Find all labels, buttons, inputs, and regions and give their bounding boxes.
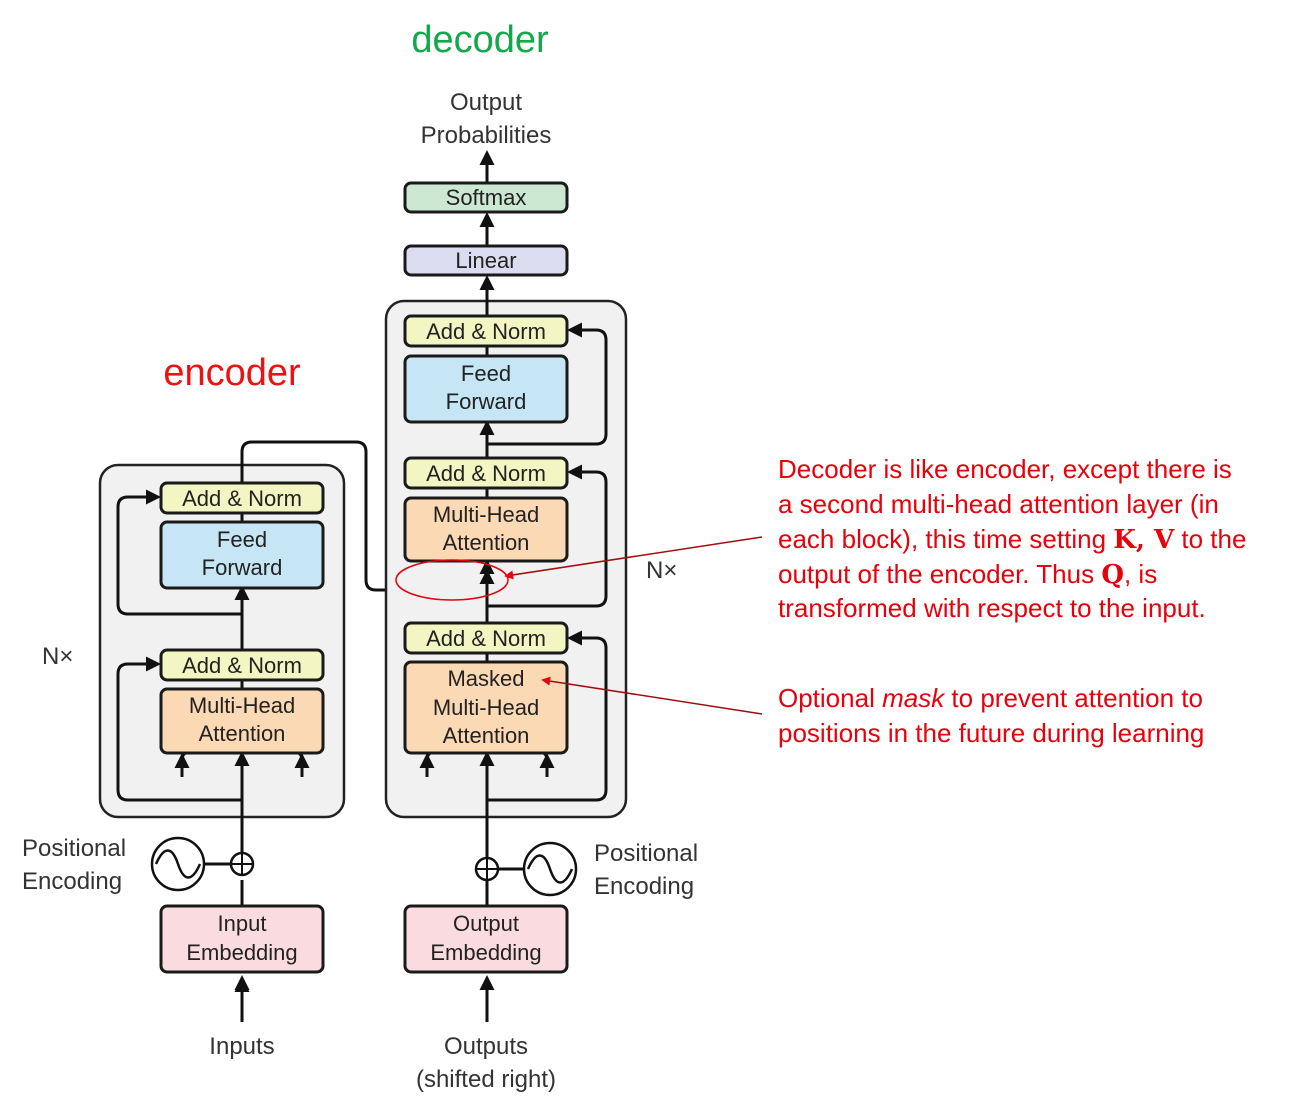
mask-annotation: Optional mask to prevent attention to po…	[778, 683, 1204, 748]
svg-text:(shifted right): (shifted right)	[416, 1066, 556, 1093]
encoder-multi-head-attention	[159, 687, 325, 755]
svg-text:Attention: Attention	[443, 723, 530, 748]
svg-text:output of the encoder. Thus Q: output of the encoder. Thus Q, is	[778, 559, 1157, 590]
input-embedding	[159, 904, 325, 974]
decoder-residual-2	[487, 464, 608, 608]
svg-text:Encoding: Encoding	[22, 868, 122, 895]
svg-text:Linear: Linear	[455, 248, 516, 273]
decoder-multi-head-attention	[403, 496, 569, 563]
decoder-add-norm-bottom	[403, 621, 569, 655]
svg-text:Optional mask to prevent atten: Optional mask to prevent attention to	[778, 683, 1203, 713]
svg-text:Add & Norm: Add & Norm	[426, 626, 546, 651]
decoder-annotation: Decoder is like encoder, except there is…	[778, 454, 1246, 623]
encoder-positional-label: Positional	[22, 835, 126, 862]
svg-text:Output: Output	[453, 911, 519, 936]
decoder-residual-1	[487, 630, 608, 802]
encoder-add-norm-bottom	[159, 648, 325, 682]
encoder-nx: N×	[42, 643, 73, 670]
softmax-box	[403, 181, 569, 214]
cross-attention-highlight	[395, 559, 509, 601]
encoder-block	[98, 463, 346, 819]
encoder-add-norm-top	[159, 481, 325, 515]
svg-text:Multi-Head: Multi-Head	[433, 502, 539, 527]
svg-text:Decoder is like encoder, excep: Decoder is like encoder, except there is	[778, 454, 1232, 484]
svg-text:Encoding: Encoding	[594, 873, 694, 900]
inputs-label: Inputs	[209, 1033, 274, 1060]
decoder-note-pointer	[504, 536, 763, 580]
svg-text:Multi-Head: Multi-Head	[189, 693, 295, 718]
svg-text:Add & Norm: Add & Norm	[182, 486, 302, 511]
svg-text:Embedding: Embedding	[186, 940, 297, 965]
svg-text:Feed: Feed	[217, 527, 267, 552]
mask-note-pointer	[541, 676, 763, 715]
svg-text:Embedding: Embedding	[430, 940, 541, 965]
encoder-feed-forward	[159, 520, 325, 590]
decoder-feed-forward	[403, 354, 569, 424]
svg-text:Add & Norm: Add & Norm	[426, 461, 546, 486]
decoder-masked-attention	[403, 660, 569, 755]
encoder-title: encoder	[163, 352, 301, 394]
svg-text:Add & Norm: Add & Norm	[426, 319, 546, 344]
svg-text:Attention: Attention	[443, 530, 530, 555]
decoder-title: decoder	[411, 19, 549, 61]
linear-box	[403, 244, 569, 277]
svg-text:Softmax: Softmax	[446, 185, 527, 210]
svg-text:positions in the future during: positions in the future during learning	[778, 718, 1204, 748]
encoder-residual-1	[116, 656, 242, 802]
svg-text:Attention: Attention	[199, 721, 286, 746]
svg-text:Input: Input	[218, 911, 267, 936]
outputs-label: Outputs	[444, 1033, 528, 1060]
svg-text:transformed with respect to th: transformed with respect to the input.	[778, 593, 1206, 623]
svg-text:Forward: Forward	[446, 389, 527, 414]
svg-text:Probabilities: Probabilities	[421, 122, 552, 149]
svg-text:Forward: Forward	[202, 555, 283, 580]
decoder-nx: N×	[646, 557, 677, 584]
decoder-residual-3	[487, 322, 608, 446]
encoder-to-decoder-wire	[240, 440, 488, 592]
svg-text:Masked: Masked	[447, 666, 524, 691]
decoder-positional-label: Positional	[594, 840, 698, 867]
svg-text:each block), this time setting: each block), this time setting K, V to t…	[778, 524, 1246, 555]
svg-text:Feed: Feed	[461, 361, 511, 386]
decoder-add-norm-top	[403, 314, 569, 348]
decoder-add-norm-middle	[403, 456, 569, 490]
encoder-residual-2	[116, 489, 242, 616]
svg-text:Add & Norm: Add & Norm	[182, 653, 302, 678]
output-probabilities-label: Output	[450, 89, 522, 116]
svg-text:Multi-Head: Multi-Head	[433, 695, 539, 720]
output-embedding	[403, 904, 569, 974]
svg-text:a second multi-head attention: a second multi-head attention layer (in	[778, 489, 1219, 519]
